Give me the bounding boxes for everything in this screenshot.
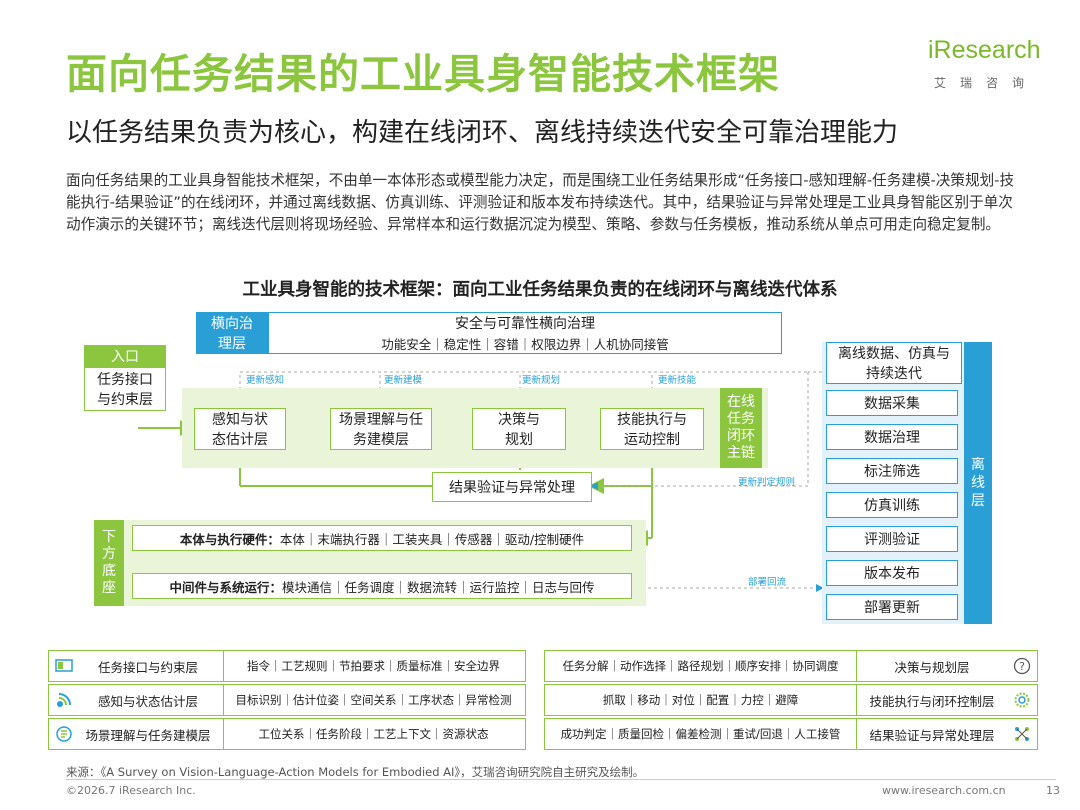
deploy-flow-label: 部署回流 [748,577,787,588]
logo-brand: iResearch [928,36,1041,64]
layer-name: 感知与状态估计层 [97,693,198,709]
update-modeling-label: 更新建模 [384,375,423,386]
offline-step: 仿真训练 [826,492,958,518]
middleware-row: 中间件与系统运行： 模块通信｜任务调度｜数据流转｜运行监控｜日志与回传 [132,573,632,599]
layer-row: 成功判定｜质量回检｜偏差检测｜重试/回退｜人工接管结果验证与异常处理层 [544,718,1038,750]
layer-row: 场景理解与任务建模层工位关系｜任务阶段｜工艺上下文｜资源状态 [48,718,526,750]
update-skill-label: 更新技能 [658,375,697,386]
update-judge-label: 更新判定规则 [738,477,796,488]
layer-name: 决策与规划层 [894,659,970,675]
hardware-row-items: 本体｜末端执行器｜工装夹具｜传感器｜驱动/控制硬件 [279,531,585,547]
offline-step: 数据采集 [826,390,958,416]
layer-items: 指令｜工艺规则｜节拍要求｜质量标准｜安全边界 [223,651,523,681]
offline-step: 部署更新 [826,594,958,620]
iresearch-logo: iResearch 艾瑞咨询 [928,36,1053,94]
footer-divider [66,779,1056,780]
middleware-row-items: 模块通信｜任务调度｜数据流转｜运行监控｜日志与回传 [282,579,595,595]
website-link[interactable]: www.iresearch.com.cn [882,784,1006,797]
question-icon: ? [1013,657,1031,675]
entry-tag: 入口 [84,345,166,367]
layer-row: 抓取｜移动｜对位｜配置｜力控｜避障技能执行与闭环控制层 [544,684,1038,716]
layer-items: 抓取｜移动｜对位｜配置｜力控｜避障 [545,685,857,715]
hardware-row-label: 本体与执行硬件： [179,531,280,547]
governance-tag: 横向治理层 [196,312,268,354]
screen-icon [55,657,73,675]
network-icon [1013,725,1031,743]
governance-items: 功能安全｜稳定性｜容错｜权限边界｜人机协同接管 [381,337,669,352]
offline-title: 离线数据、仿真与持续迭代 [826,342,962,384]
diagram-title: 工业具身智能的技术框架：面向工业任务结果负责的在线闭环与离线迭代体系 [242,280,838,300]
layer-items: 工位关系｜任务阶段｜工艺上下文｜资源状态 [223,719,523,749]
verify-box: 结果验证与异常处理 [432,472,592,502]
middleware-row-label: 中间件与系统运行： [169,579,282,595]
layer-items: 任务分解｜动作选择｜路径规划｜顺序安排｜协同调度 [545,651,857,681]
layer-items: 成功判定｜质量回检｜偏差检测｜重试/回退｜人工接管 [545,719,857,749]
offline-tag: 离线层 [964,342,992,624]
copyright: ©2026.7 iResearch Inc. [66,784,196,797]
gear-icon [1013,691,1031,709]
offline-step: 评测验证 [826,526,958,552]
node-execution: 技能执行与运动控制 [600,408,704,450]
layer-row: 任务接口与约束层 指令｜工艺规则｜节拍要求｜质量标准｜安全边界 [48,650,526,682]
layer-name: 技能执行与闭环控制层 [869,693,995,709]
online-tag: 在线任务闭环主链 [720,388,762,468]
governance-title: 安全与可靠性横向治理 [455,316,595,332]
source-note: 来源：《A Survey on Vision-Language-Action M… [66,765,645,779]
page-subtitle: 以任务结果负责为核心，构建在线闭环、离线持续迭代安全可靠治理能力 [66,118,899,148]
offline-step: 标注筛选 [826,458,958,484]
offline-area [822,342,992,624]
bottom-area [124,520,646,606]
entry-box: 任务接口与约束层 [84,367,166,411]
intro-paragraph: 面向任务结果的工业具身智能技术框架，不由单一本体形态或模型能力决定，而是围绕工业… [66,172,1015,233]
signal-icon [55,691,73,709]
page-title: 面向任务结果的工业具身智能技术框架 [66,50,780,98]
update-perception-label: 更新感知 [246,375,285,386]
node-scene-modeling: 场景理解与任务建模层 [330,408,432,450]
update-planning-label: 更新规划 [522,375,561,386]
layer-row: 感知与状态估计层 目标识别｜估计位姿｜空间关系｜工序状态｜异常检测 [48,684,526,716]
node-decision: 决策与规划 [472,408,566,450]
svg-text:?: ? [1019,660,1025,673]
bottom-tag: 下方底座 [94,520,124,606]
page-number: 13 [1046,784,1060,797]
layer-name: 场景理解与任务建模层 [85,727,211,743]
node-perception: 感知与状态估计层 [194,408,286,450]
offline-step: 版本发布 [826,560,958,586]
logo-subtext: 艾瑞咨询 [934,76,1039,90]
governance-box: 安全与可靠性横向治理 功能安全｜稳定性｜容错｜权限边界｜人机协同接管 [268,312,782,354]
online-area [182,388,768,468]
offline-step: 数据治理 [826,424,958,450]
layer-row: 任务分解｜动作选择｜路径规划｜顺序安排｜协同调度 决策与规划层? [544,650,1038,682]
layer-name: 结果验证与异常处理层 [869,727,995,743]
layer-name: 任务接口与约束层 [97,659,198,675]
brain-icon [55,725,73,743]
layer-items: 目标识别｜估计位姿｜空间关系｜工序状态｜异常检测 [223,685,523,715]
hardware-row: 本体与执行硬件： 本体｜末端执行器｜工装夹具｜传感器｜驱动/控制硬件 [132,525,632,551]
